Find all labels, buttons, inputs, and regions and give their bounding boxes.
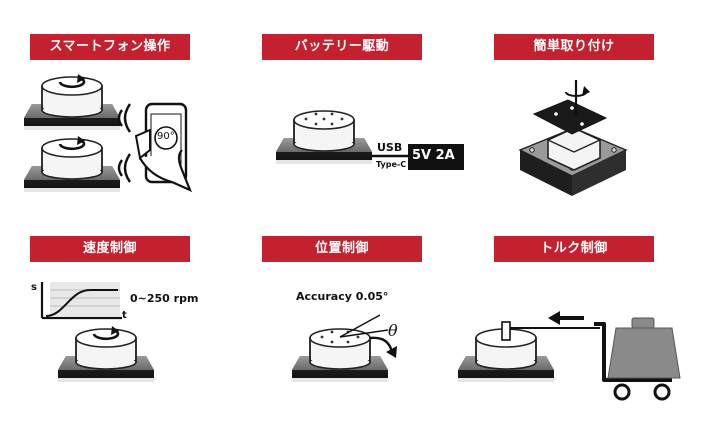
angle-arrow-icon [369, 336, 397, 358]
speed-graph-icon [40, 282, 122, 320]
speed-panel [40, 282, 155, 383]
speed-range: 0~250 rpm [130, 292, 199, 305]
label-mounting: 簡単取り付け [494, 34, 654, 60]
phone-screen-value: 90° [157, 131, 175, 142]
power-label: 5V 2A [412, 148, 455, 163]
usb-label: USB [377, 141, 403, 154]
mounting-panel [518, 80, 628, 196]
speed-axis-y: s [31, 282, 37, 293]
label-battery: バッテリー駆動 [262, 34, 422, 60]
hand-truck-icon [594, 322, 672, 382]
usb-cable-icon [372, 144, 464, 170]
label-smartphone: スマートフォン操作 [30, 34, 190, 60]
screw-icon [565, 80, 590, 116]
torque-panel [457, 311, 681, 401]
speed-axis-x: t [122, 310, 127, 321]
wifi-signal-icon [117, 103, 131, 183]
label-torque: トルク制御 [494, 236, 654, 262]
smartphone-icon [134, 102, 193, 193]
label-speed: 速度制御 [30, 236, 190, 262]
position-panel [291, 314, 397, 383]
pull-arrow-icon [548, 311, 584, 325]
weight-icon [607, 317, 681, 379]
usb-type-label: Type-C [376, 160, 407, 169]
smartphone-panel [23, 72, 193, 193]
angle-symbol: θ [388, 321, 398, 340]
battery-panel [275, 110, 464, 170]
position-accuracy: Accuracy 0.05° [296, 290, 389, 303]
label-position: 位置制御 [262, 236, 422, 262]
